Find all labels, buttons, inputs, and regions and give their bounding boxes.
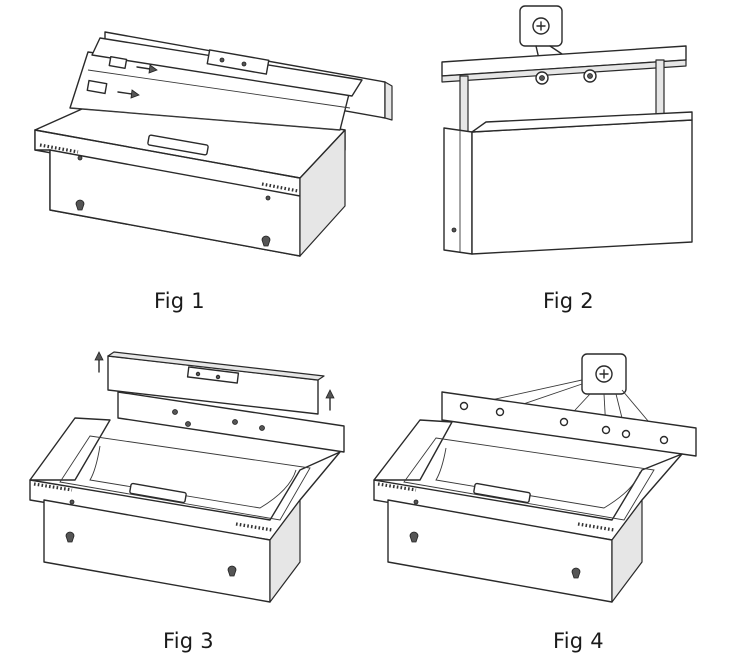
figure-2-canvas (430, 0, 730, 280)
figure-2-caption: Fig 2 (543, 289, 594, 313)
arrow-icon (117, 64, 158, 99)
screw-icon (581, 353, 627, 395)
figure-1-drawing (0, 0, 400, 280)
figure-1-caption: Fig 1 (154, 289, 205, 313)
figure-3-caption: Fig 3 (163, 629, 214, 653)
figure-2-drawing (0, 0, 300, 280)
figure-3-drawing (0, 340, 400, 603)
arrow-icon (94, 351, 335, 411)
figure-4-drawing (360, 340, 730, 603)
figure-4-caption: Fig 4 (553, 629, 604, 653)
screw-icon (519, 5, 563, 47)
